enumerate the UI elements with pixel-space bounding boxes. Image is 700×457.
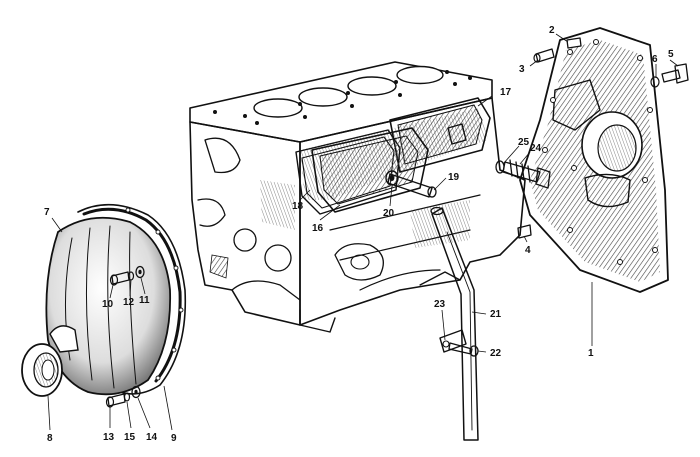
leader-lines (47, 33, 679, 431)
callout-25: 25 (518, 137, 530, 148)
callouts: 1 2 3 4 5 6 7 8 9 10 11 12 13 14 15 16 1… (44, 25, 674, 444)
callout-22: 22 (490, 348, 502, 359)
callout-13: 13 (103, 432, 115, 443)
callout-3: 3 (519, 64, 525, 75)
cover-washer-20 (385, 170, 399, 186)
housing-washer-11 (135, 265, 145, 279)
callout-5: 5 (668, 49, 674, 60)
plate-bolt-5 (661, 63, 689, 84)
callout-17: 17 (500, 87, 512, 98)
housing-bolt-10 (109, 271, 130, 286)
lower-washer-14 (131, 385, 141, 399)
lower-lockwasher-15 (123, 392, 131, 402)
callout-20: 20 (383, 208, 395, 219)
callout-9: 9 (171, 433, 177, 444)
locating-dowel-4 (517, 224, 532, 239)
rear-oil-seal-housing-7 (45, 216, 172, 396)
callout-21: 21 (490, 309, 502, 320)
callout-23: 23 (434, 299, 446, 310)
housing-gasket-9 (77, 203, 187, 395)
callout-6: 6 (652, 54, 658, 65)
callout-4: 4 (525, 245, 531, 256)
callout-11: 11 (139, 295, 150, 306)
plate-washer-6 (650, 76, 660, 88)
callout-14: 14 (146, 432, 158, 443)
callout-18: 18 (292, 201, 304, 212)
dowel-3 (533, 48, 555, 63)
tap-washer-25 (495, 160, 505, 174)
callout-19: 19 (448, 172, 460, 183)
lower-bolt-13 (105, 393, 126, 408)
callout-24: 24 (530, 143, 542, 154)
callout-16: 16 (312, 223, 324, 234)
callout-1: 1 (588, 348, 594, 359)
dipstick-tube-21 (430, 206, 479, 441)
oil-seal-8 (21, 343, 63, 397)
callout-15: 15 (124, 432, 136, 443)
tube-clip-23 (439, 329, 467, 353)
cover-bolt-19 (387, 173, 437, 198)
plate-stud-2 (566, 37, 582, 49)
callout-8: 8 (47, 433, 53, 444)
callout-10: 10 (102, 299, 114, 310)
callout-2: 2 (549, 25, 555, 36)
callout-12: 12 (123, 297, 135, 308)
front-engine-plate-1 (519, 27, 669, 293)
callout-7: 7 (44, 207, 50, 218)
